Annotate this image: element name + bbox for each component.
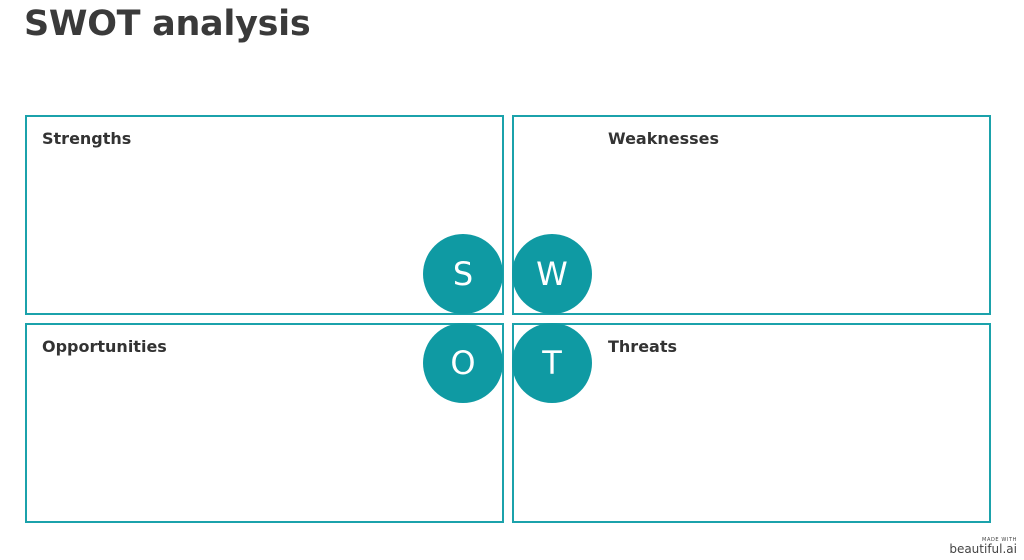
threats-circle: T	[512, 323, 592, 403]
brand-logo-text: beautiful.ai	[949, 542, 1017, 556]
page-title: SWOT analysis	[24, 4, 311, 44]
weaknesses-circle: W	[512, 234, 592, 314]
weaknesses-box: Weaknesses	[512, 115, 991, 315]
made-with-text: MADE WITH	[982, 537, 1017, 543]
threats-label: Threats	[608, 337, 678, 356]
strengths-label: Strengths	[42, 129, 132, 148]
strengths-circle: S	[423, 234, 503, 314]
weaknesses-label: Weaknesses	[608, 129, 720, 148]
opportunities-box: Opportunities	[25, 323, 504, 523]
strengths-box: Strengths	[25, 115, 504, 315]
opportunities-label: Opportunities	[42, 337, 167, 356]
opportunities-circle: O	[423, 323, 503, 403]
threats-box: Threats	[512, 323, 991, 523]
made-with-badge[interactable]: MADE WITH beautiful.ai	[949, 537, 1017, 556]
